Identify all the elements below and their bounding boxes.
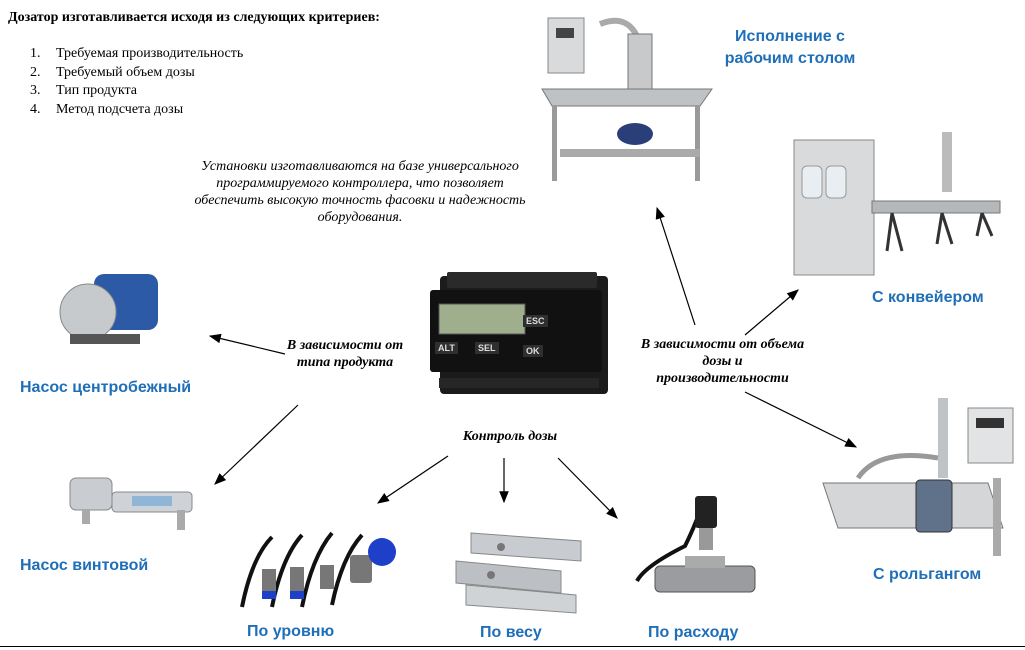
arrow-to-level bbox=[377, 455, 449, 504]
label-by-product: В зависимости от типа продукта bbox=[286, 338, 404, 370]
arrow-to-flow bbox=[557, 457, 618, 519]
conveyor-machine-image bbox=[792, 126, 1004, 276]
label-pump-centrifugal: Насос центробежный bbox=[20, 379, 192, 396]
bottom-divider bbox=[0, 646, 1025, 647]
label-workbench: Исполнение с рабочим столом bbox=[724, 28, 856, 67]
label-dose-control: Контроль дозы bbox=[462, 429, 558, 444]
criteria-text: Метод подсчета дозы bbox=[56, 101, 184, 117]
esc-key: ESC bbox=[523, 315, 548, 327]
sel-key: SEL bbox=[475, 342, 499, 354]
arrow-to-pump-screw bbox=[214, 404, 299, 485]
label-by-flow: По расходу bbox=[648, 624, 739, 641]
ok-key: OK bbox=[523, 345, 543, 357]
criteria-text: Требуемая производительность bbox=[56, 46, 244, 61]
roller-machine-image bbox=[818, 388, 1023, 560]
arrow-to-pump-centrifugal bbox=[208, 333, 286, 355]
criteria-title: Дозатор изготавливается исходя из следую… bbox=[8, 10, 380, 25]
criteria-number: 3. bbox=[30, 83, 41, 98]
controller-note: Установки изготавливаются на базе универ… bbox=[194, 159, 526, 225]
criteria-item: 4. Метод подсчета дозы bbox=[30, 101, 243, 120]
load-cells-image bbox=[441, 523, 591, 616]
criteria-list: 1. Требуемая производительность 2. Требуем… bbox=[30, 45, 243, 119]
label-by-volume: В зависимости от объема дозы и производи… bbox=[640, 337, 805, 386]
criteria-item: 3. Тип продукта bbox=[30, 82, 243, 101]
arrow-to-conveyor bbox=[744, 289, 799, 336]
pump-centrifugal-image bbox=[54, 264, 164, 360]
criteria-number: 4. bbox=[30, 101, 41, 117]
pump-screw-image bbox=[62, 470, 200, 542]
criteria-number: 1. bbox=[30, 46, 41, 61]
label-roller: С рольгангом bbox=[873, 566, 982, 583]
criteria-text: Требуемый объем дозы bbox=[56, 64, 195, 80]
criteria-item: 2. Требуемый объем дозы bbox=[30, 64, 243, 83]
level-sensors-image bbox=[232, 517, 402, 613]
label-by-level: По уровню bbox=[247, 623, 335, 640]
criteria-text: Тип продукта bbox=[56, 83, 138, 98]
label-pump-screw: Насос винтовой bbox=[20, 557, 149, 574]
workbench-machine-image bbox=[540, 14, 715, 196]
plc-controller-image: ESC ALT SEL OK bbox=[425, 268, 615, 400]
criteria-number: 2. bbox=[30, 64, 41, 80]
label-by-weight: По весу bbox=[480, 624, 542, 641]
arrow-to-roller bbox=[744, 391, 858, 448]
arrow-to-workbench bbox=[655, 206, 696, 326]
flow-meter-image bbox=[625, 486, 763, 611]
alt-key: ALT bbox=[435, 342, 458, 354]
criteria-item: 1. Требуемая производительность bbox=[30, 45, 243, 64]
label-conveyor: С конвейером bbox=[872, 289, 984, 306]
